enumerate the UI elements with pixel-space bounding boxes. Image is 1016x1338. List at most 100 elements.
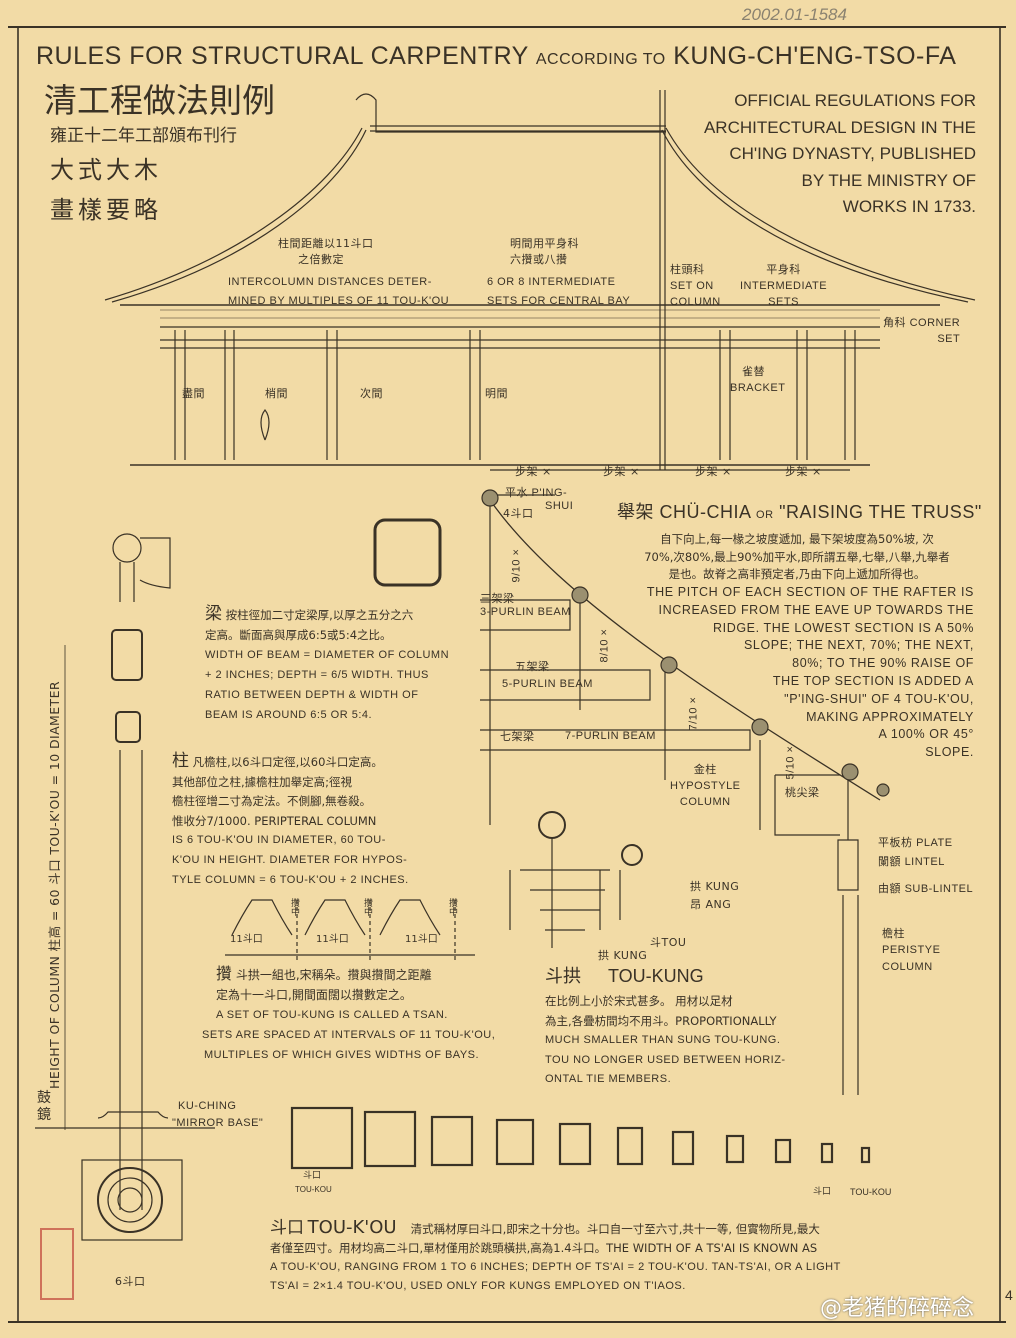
kung-label-lower: 拱 KUNG [598,949,648,962]
text-line: TOU NO LONGER USED BETWEEN HORIZ- [545,1053,786,1066]
title-cn: 清工程做法則例 [44,81,275,120]
truss-title: 舉架 CHÜ-CHIA OR "RAISING THE TRUSS" [617,503,982,522]
label-line: KU-CHING [178,1100,237,1112]
tsan-note-head: 攢 [216,964,233,983]
text-line: 惟收分7/1000. PERIPTERAL COLUMN [172,813,377,828]
tsan-spacing-label: 11斗口 [316,934,349,945]
label-cn: 檐柱 [882,927,905,940]
text-line: MAKING APPROXIMATELY [806,709,974,724]
beam-note-head: 梁 [205,604,222,624]
label-cn: 平板枋 [878,836,913,849]
bay-label-second-side: 梢間 [265,387,288,400]
label-line: PERISTYE [882,944,941,956]
hall-elevation [104,90,976,470]
intercolumn-label-cn: 柱間距離以11斗口之倍數定 [278,236,374,268]
page-title: RULES FOR STRUCTURAL CARPENTRY ACCORDING… [36,44,956,69]
text-line: A 100% OR 45° [878,727,974,742]
label-line: SHUI [545,500,574,512]
bracket-label: 雀替 BRACKET [730,364,785,396]
truss-cn-text: 自下向上,每一椽之坡度遞加, 最下架坡度為50%坡, 次 70%,次80%,最上… [622,531,972,584]
bay-label-central: 明間 [485,387,508,400]
label-cn: 金柱 [693,763,717,776]
label-line: SETS [768,296,799,308]
note-line: CH'ING DYNASTY, PUBLISHED [729,144,976,163]
page-border [8,26,1006,1323]
label-en: CORNER [909,317,961,329]
base-dim-label: 6斗口 [115,1275,146,1288]
label-line: 之倍數定 [298,253,344,266]
toukou-note-head-cn: 斗口 [270,1218,304,1238]
tou-label: 斗TOU [650,936,687,949]
label-line: 平身科 [766,263,801,276]
tsan-spacing-label: 11斗口 [230,934,263,945]
lintel-label: 闌額 LINTEL [878,856,945,868]
label-en: PLATE [916,837,953,849]
subtitle-cn-daishi: 大式大木 [50,156,162,184]
label-cn: 雀替 [742,365,765,378]
taojian-beam-label: 桃尖梁 [785,786,820,799]
toukung-title: 斗拱 TOU-KUNG [545,967,704,986]
archive-number: 2002.01-1584 [742,5,847,24]
text-line: 定高。斷面高與厚成6:5或5:4之比。 [205,628,392,642]
label-cn: 闌額 [878,855,901,868]
truss-en-text: THE PITCH OF EACH SECTION OF THE RAFTER … [647,584,974,762]
beam5-label-en: 5-PURLIN BEAM [502,678,593,690]
tsan-note: 攢 斗拱一組也,宋稱朵。攢與攢間之距離 定為十一斗口,開間面闊以攢數定之。 A … [202,964,495,1065]
toukou-note-head-en: TOU-K'OU [307,1217,397,1238]
title-main-a: RULES FOR STRUCTURAL CARPENTRY [36,42,529,70]
text-line: 是也。故脊之高非預定者,乃由下向上遞加所得也。 [668,567,926,581]
label-line: 柱頭科 [670,263,705,276]
tsan-center-label: 攢中 [364,899,374,918]
text-line: RIDGE. THE LOWEST SECTION IS A 50% [713,620,974,635]
column-note: 柱 凡檐柱,以6斗口定徑,以60斗口定高。 其他部位之柱,據檐柱加舉定高;徑視 … [172,751,409,890]
text-line: 凡檐柱,以6斗口定徑,以60斗口定高。 [192,755,383,769]
text-line: TYLE COLUMN = 6 TOU-K'OU + 2 INCHES. [172,873,409,886]
tsan-center-label: 攢中 [449,899,459,918]
red-seal-stamp [40,1228,74,1300]
mirror-base-label-cn: 鼓鏡 [37,1090,51,1123]
official-regulations-note: OFFICIAL REGULATIONS FOR ARCHITECTURAL D… [704,88,976,221]
text-line: INCREASED FROM THE EAVE UP TOWARDS THE [658,602,974,617]
label-cn: 角科 [883,316,906,329]
label-line: COLUMN [882,961,933,973]
text-line: 70%,次80%,最上90%加平水,即所謂五舉,七舉,八舉,九舉者 [644,549,950,564]
page-number: 4 [1005,1287,1013,1303]
toukou-size-label-cn: 斗口 [303,1171,322,1181]
beam3-label-cn: 三架梁 [480,592,515,605]
label-line: 6 OR 8 INTERMEDIATE [487,276,616,288]
step-label: 步架 × [785,465,822,478]
column-diagram [35,518,442,1241]
label-line: HYPOSTYLE [670,780,741,792]
beam5-label-cn: 五架梁 [515,660,550,673]
truss-title-or: OR [756,509,774,521]
text-line: SLOPE; THE NEXT, 70%; THE NEXT, [743,638,974,653]
text-line: MUCH SMALLER THAN SUNG TOU-KUNG. [545,1034,781,1046]
text-line: MULTIPLES OF WHICH GIVES WIDTHS OF BAYS. [204,1049,480,1061]
toukou-size-label-en: TOU-KOU [295,1185,332,1194]
four-toukou-label: 4斗口 [503,507,534,520]
label-line: SET [937,333,961,345]
mirror-base-label-en: KU-CHING"MIRROR BASE" [172,1098,263,1132]
label-line: COLUMN [670,296,721,308]
text-line: 檐柱徑增二寸為定法。不側腳,無卷殺。 [172,794,372,809]
label-line: 柱間距離以11斗口 [278,237,374,250]
text-line: RATIO BETWEEN DEPTH & WIDTH OF [205,689,419,701]
toukung-note: 在比例上小於宋式甚多。 用材以足材 為主,各疊枋間均不用斗。PROPORTION… [545,992,786,1090]
text-line: 80%; TO THE 90% RAISE OF [792,656,974,671]
label-cn: 由額 [878,882,901,895]
toukung-title-en: TOU-KUNG [608,966,704,986]
beam-note: 梁 按柱徑加二寸定梁厚,以厚之五分之六 定高。斷面高與厚成6:5或5:4之比。 … [205,604,449,725]
step-label: 步架 × [603,465,640,478]
subtitle-cn-huayang: 畫樣要略 [50,196,162,224]
label-line: 平水 P'ING- [505,487,568,499]
label-en: BRACKET [730,382,786,394]
text-line: + 2 INCHES; DEPTH = 6/5 WIDTH. THUS [205,669,429,681]
toukou-size-label-en: TOU-KOU [850,1187,892,1197]
label-line: SETS FOR CENTRAL BAY [487,295,631,307]
ratio-label: 9/10 × [510,548,523,583]
bay-label-side: 次間 [360,387,383,400]
text-line: K'OU IN HEIGHT. DIAMETER FOR HYPOS- [172,853,408,866]
text-line: IS 6 TOU-K'OU IN DIAMETER, 60 TOU- [172,834,386,847]
